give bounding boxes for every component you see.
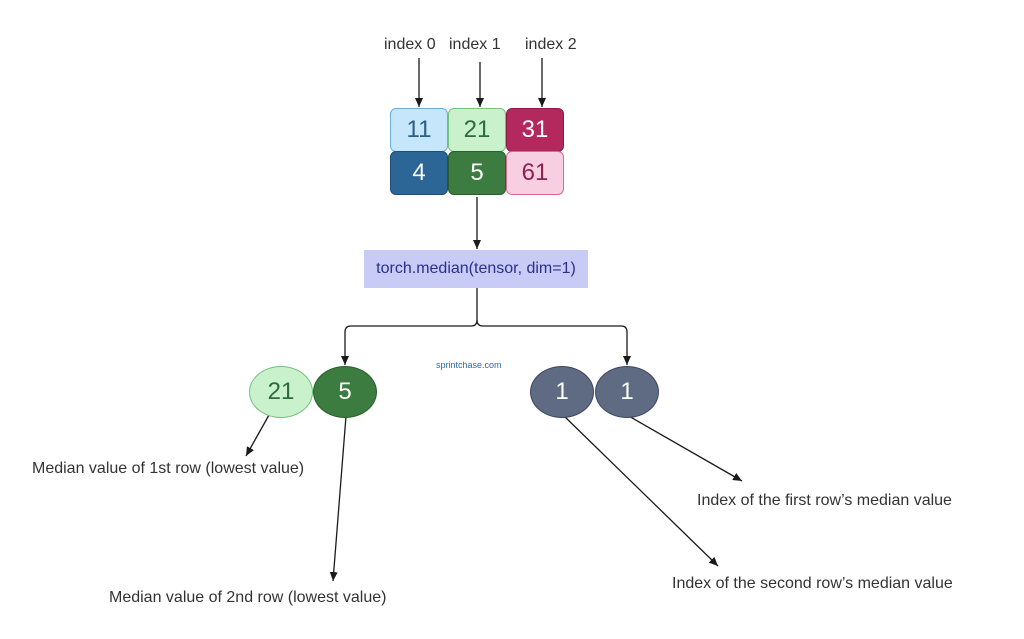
index-label-0: index 0 xyxy=(384,36,436,53)
index-label-2: index 2 xyxy=(525,36,577,53)
tensor-cell: 31 xyxy=(506,108,564,152)
arrow-median-row2 xyxy=(329,415,347,582)
annotation-index-row1: Index of the first row’s median value xyxy=(697,492,952,509)
branch-connector xyxy=(341,288,478,365)
tensor-cell: 4 xyxy=(390,151,448,195)
arrow-median-row1 xyxy=(245,414,270,457)
arrow-index-row1 xyxy=(626,414,743,482)
annotation-median-row2: Median value of 2nd row (lowest value) xyxy=(109,589,387,606)
branch-connector-right xyxy=(476,319,631,365)
function-call-box: torch.median(tensor, dim=1) xyxy=(364,250,588,288)
annotation-median-row1: Median value of 1st row (lowest value) xyxy=(32,460,305,477)
median-value-row2: 5 xyxy=(313,366,377,418)
index-label-1: index 1 xyxy=(449,36,501,53)
arrow-index-row2 xyxy=(562,414,719,567)
watermark: sprintchase.com xyxy=(436,360,502,370)
median-index-row2: 1 xyxy=(530,366,594,418)
tensor-cell: 21 xyxy=(448,108,506,152)
median-value-row1: 21 xyxy=(249,366,313,418)
median-index-row1: 1 xyxy=(595,366,659,418)
annotation-index-row2: Index of the second row’s median value xyxy=(672,575,953,592)
tensor-cell: 5 xyxy=(448,151,506,195)
tensor-cell: 61 xyxy=(506,151,564,195)
tensor-cell: 11 xyxy=(390,108,448,152)
